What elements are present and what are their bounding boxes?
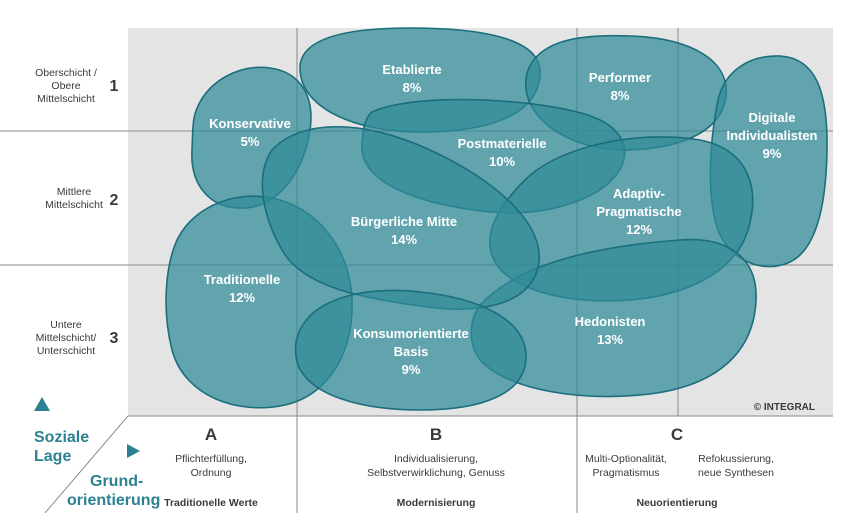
milieu-label-konsumorientierte-basis-line-3: 9% bbox=[402, 362, 421, 377]
column-c-desc-1-line-1: Multi-Optionalität, bbox=[585, 453, 667, 465]
column-a-footer: Traditionelle Werte bbox=[164, 497, 258, 509]
row-1-line-3: Mittelschicht bbox=[37, 93, 95, 105]
x-axis-label-line-2: orientierung bbox=[67, 492, 160, 509]
milieu-label-konsumorientierte-basis-line-1: Konsumorientierte bbox=[353, 326, 469, 341]
column-a-desc-line-1: Pflichterfüllung, bbox=[175, 453, 247, 465]
milieu-label-konsumorientierte-basis-line-2: Basis bbox=[394, 344, 429, 359]
triangle-right-icon bbox=[127, 444, 140, 458]
milieu-labels: Etablierte 8% Performer 8% Konservative 5% Pos… bbox=[204, 62, 818, 377]
milieu-shape-konsumorientierte-basis bbox=[294, 289, 527, 411]
column-b-letter: B bbox=[430, 425, 442, 444]
milieu-label-traditionelle-line-1: Traditionelle bbox=[204, 272, 281, 287]
milieu-label-digitale-individualisten-line-1: Digitale bbox=[749, 110, 796, 125]
x-axis-label-line-1: Grund- bbox=[90, 473, 143, 490]
milieu-label-hedonisten-line-1: Hedonisten bbox=[575, 314, 646, 329]
y-axis-label-line-2: Lage bbox=[34, 448, 71, 465]
milieu-label-postmaterielle-line-1: Postmaterielle bbox=[458, 136, 547, 151]
milieu-label-etablierte: Etablierte 8% bbox=[382, 62, 441, 95]
column-b-desc-line-2: Selbstverwirklichung, Genuss bbox=[367, 467, 505, 479]
column-b-desc-line-1: Individualisierung, bbox=[394, 453, 478, 465]
milieu-label-postmaterielle-line-2: 10% bbox=[489, 154, 515, 169]
column-b-footer: Modernisierung bbox=[397, 497, 476, 509]
svg-text:Multi-Optionalität,Pragmatismu: Multi-Optionalität, Pragmatismus bbox=[585, 453, 667, 479]
column-c-footer: Neuorientierung bbox=[636, 497, 717, 509]
milieu-label-etablierte-line-1: Etablierte bbox=[382, 62, 441, 77]
column-a-letter: A bbox=[205, 425, 217, 444]
milieu-label-digitale-individualisten-line-3: 9% bbox=[763, 146, 782, 161]
milieu-label-digitale-individualisten-line-2: Individualisten bbox=[726, 128, 817, 143]
column-c-desc-1-line-2: Pragmatismus bbox=[592, 467, 659, 479]
triangle-up-icon bbox=[34, 397, 50, 411]
row-2-line-2: Mittelschicht bbox=[45, 199, 103, 211]
milieu-label-adaptiv-pragmatische-line-2: Pragmatische bbox=[596, 204, 681, 219]
svg-text:Pflichterfüllung,Ordnung: Pflichterfüllung, Ordnung bbox=[175, 453, 247, 479]
svg-text:Grund-orientierung: Grund-orientierung bbox=[67, 473, 160, 509]
row-2-line-1: Mittlere bbox=[57, 186, 92, 198]
column-a-desc-line-2: Ordnung bbox=[191, 467, 232, 479]
column-c-letter: C bbox=[671, 425, 683, 444]
milieu-shape-buergerliche-mitte bbox=[261, 125, 540, 310]
row-1-number: 1 bbox=[110, 78, 119, 95]
column-b: B Individualisierung, Selbstverwirklichun… bbox=[367, 425, 505, 509]
milieu-label-adaptiv-pragmatische-line-3: 12% bbox=[626, 222, 652, 237]
y-axis-label-line-1: Soziale bbox=[34, 429, 89, 446]
column-labels: A Pflichterfüllung, Ordnung Traditionelle… bbox=[164, 425, 774, 509]
row-3-line-1: Untere bbox=[50, 319, 82, 331]
column-c-desc-2-line-2: neue Synthesen bbox=[698, 467, 774, 479]
svg-text:Individualisierung,Selbstverwi: Individualisierung, Selbstverwirklichung,… bbox=[367, 453, 505, 479]
row-3-number: 3 bbox=[110, 330, 119, 347]
milieu-label-adaptiv-pragmatische: Adaptiv- Pragmatische 12% bbox=[596, 186, 681, 237]
milieu-label-performer-line-1: Performer bbox=[589, 70, 651, 85]
milieu-label-hedonisten-line-2: 13% bbox=[597, 332, 623, 347]
milieu-label-performer: Performer 8% bbox=[589, 70, 651, 103]
milieu-label-adaptiv-pragmatische-line-1: Adaptiv- bbox=[613, 186, 665, 201]
row-3-line-3: Unterschicht bbox=[37, 345, 95, 357]
milieu-label-konservative: Konservative 5% bbox=[209, 116, 291, 149]
milieu-label-buergerliche-mitte-line-2: 14% bbox=[391, 232, 417, 247]
column-a: A Pflichterfüllung, Ordnung Traditionelle… bbox=[164, 425, 258, 509]
milieu-label-buergerliche-mitte-line-1: Bürgerliche Mitte bbox=[351, 214, 457, 229]
milieu-label-konservative-line-2: 5% bbox=[241, 134, 260, 149]
svg-text:Refokussierung,neue Synthesen: Refokussierung, neue Synthesen bbox=[698, 453, 774, 479]
milieu-label-traditionelle: Traditionelle 12% bbox=[204, 272, 281, 305]
milieu-label-performer-line-2: 8% bbox=[611, 88, 630, 103]
milieu-label-hedonisten: Hedonisten 13% bbox=[575, 314, 646, 347]
row-1-line-2: Obere bbox=[51, 80, 80, 92]
copyright-notice: © INTEGRAL bbox=[754, 402, 815, 413]
milieu-label-traditionelle-line-2: 12% bbox=[229, 290, 255, 305]
column-c-desc-2-line-1: Refokussierung, bbox=[698, 453, 774, 465]
milieu-label-etablierte-line-2: 8% bbox=[403, 80, 422, 95]
column-c: C Multi-Optionalität, Pragmatismus Refoku… bbox=[585, 425, 774, 509]
row-2-number: 2 bbox=[110, 192, 119, 209]
milieu-label-postmaterielle: Postmaterielle 10% bbox=[458, 136, 547, 169]
row-1-line-1: Oberschicht / bbox=[35, 67, 97, 79]
row-3-line-2: Mittelschicht/ bbox=[36, 332, 97, 344]
milieu-label-konservative-line-1: Konservative bbox=[209, 116, 291, 131]
milieu-shapes bbox=[165, 27, 828, 411]
milieu-label-buergerliche-mitte: Bürgerliche Mitte 14% bbox=[351, 214, 457, 247]
